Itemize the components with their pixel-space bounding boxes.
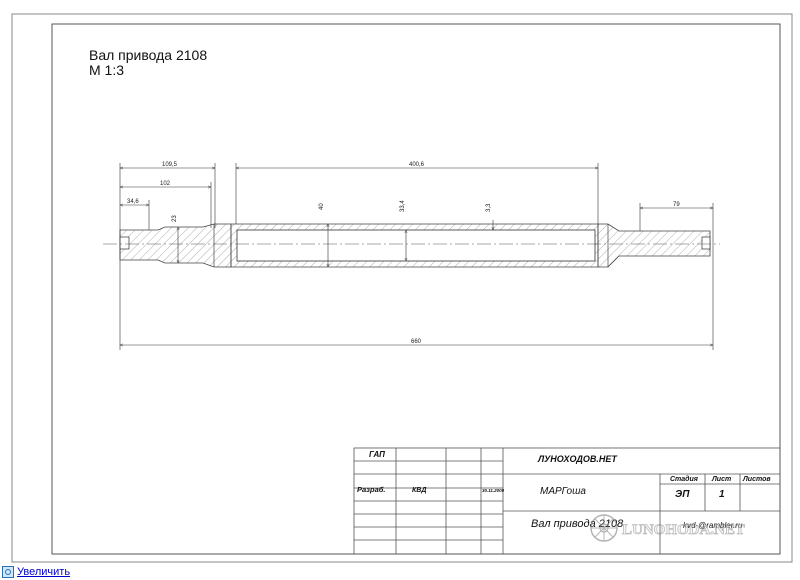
enlarge-link-row: Увеличить (2, 566, 70, 578)
right-spline-groove (701, 236, 711, 250)
enlarge-link[interactable]: Увеличить (17, 566, 71, 578)
title-block (353, 447, 781, 555)
drawing-title: Вал привода 2108 (89, 47, 207, 63)
tb-part-name: Вал привода 2108 (531, 518, 624, 530)
left-end-section (119, 223, 232, 268)
outer-frame (11, 13, 793, 563)
left-spline-groove (119, 236, 130, 250)
dimension-lines (120, 163, 713, 350)
tb-stage-value: ЭП (675, 489, 690, 500)
drawing-scale: М 1:3 (89, 62, 124, 78)
dim-23: 23 (172, 215, 178, 222)
dim-109-5: 109,5 (162, 162, 178, 168)
dim-3-3: 3,3 (486, 203, 492, 212)
dim-660: 660 (411, 339, 422, 345)
dim-400-6: 400,6 (409, 162, 425, 168)
tb-sheet-value: 1 (719, 489, 725, 500)
tb-sheets-label: Листов (742, 476, 771, 483)
shaft-bore (236, 229, 596, 262)
tb-kvd: КВД (412, 487, 426, 494)
zoom-icon[interactable] (2, 566, 14, 578)
dim-33-4: 33,4 (400, 200, 406, 212)
tb-gap: ГАП (369, 450, 385, 459)
tb-date: 30.11.2000 (482, 488, 505, 493)
watermark: LUNOHODA.NET (590, 514, 745, 542)
tb-email: kvd-@rambler.ru (683, 521, 743, 530)
tb-razrab: Разраб. (357, 485, 385, 494)
dim-34-6: 34,6 (127, 199, 139, 205)
dim-40: 40 (319, 203, 325, 210)
dim-79: 79 (673, 202, 680, 208)
inner-frame (51, 23, 781, 555)
shaft-drawing (103, 223, 720, 268)
tb-org: ЛУНОХОДОВ.НЕТ (537, 454, 618, 464)
right-end-section (597, 223, 711, 268)
tb-author: МАРГоша (540, 486, 586, 497)
watermark-text: LUNOHODA.NET (622, 522, 745, 538)
dim-102: 102 (160, 181, 171, 187)
tb-stage-label: Стадия (670, 475, 698, 483)
tb-sheet-label: Лист (711, 476, 731, 483)
